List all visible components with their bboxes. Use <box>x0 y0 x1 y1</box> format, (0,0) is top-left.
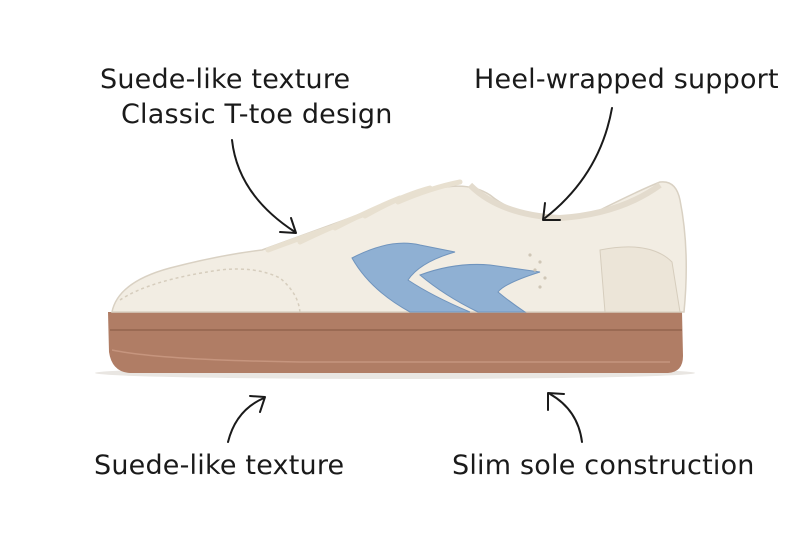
sole-highlight <box>111 349 670 363</box>
shoe-laces <box>265 179 463 253</box>
callout-top-right: Heel-wrapped support <box>474 64 779 95</box>
callout-top-left-line2: Classic T-toe design <box>121 99 393 130</box>
callout-top-left-line1: Suede-like texture <box>100 64 351 95</box>
blue-stripe-upper <box>419 263 541 313</box>
callout-bottom-left: Suede-like texture <box>94 450 345 481</box>
blue-stripe-lower <box>351 242 471 313</box>
arrow-top-right-icon <box>542 107 613 221</box>
arrow-bottom-left-icon <box>227 395 266 443</box>
heel-counter <box>599 246 681 313</box>
callout-bottom-right: Slim sole construction <box>452 450 755 481</box>
arrow-bottom-right-icon <box>547 392 583 443</box>
toe-stitching <box>119 268 301 316</box>
perforations <box>528 253 547 289</box>
arrow-top-left-icon <box>231 139 297 234</box>
sneaker-sole <box>108 312 683 373</box>
sneaker-collar <box>467 182 662 222</box>
